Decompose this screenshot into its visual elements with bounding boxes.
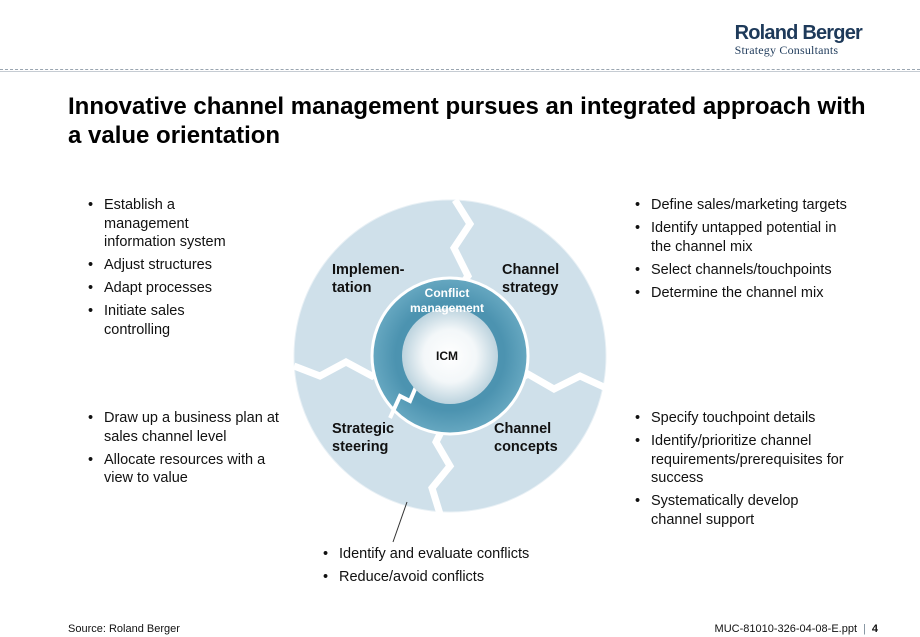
logo-name: Roland Berger [734,22,863,44]
page-number: 4 [871,623,878,635]
document-id: MUC-81010-326-04-08-E.ppt [714,623,858,635]
bullet-list-top-left: Establish a management information syste… [88,196,278,344]
segment-label-channel-strategy: Channel strategy [502,262,560,296]
company-logo: Roland Berger Strategy Consultants [734,22,863,57]
bullet-list-top-right: Define sales/marketing targetsIdentify u… [635,196,885,307]
logo-subtitle: Strategy Consultants [734,43,839,57]
bullet-list-bottom-center: Identify and evaluate conflictsReduce/av… [323,545,583,591]
icm-cycle-diagram [292,198,608,516]
slide-title: Innovative channel management pursues an… [68,93,866,149]
bullet-item: Systematically develop channel support [635,492,875,529]
bullet-item: Draw up a business plan at sales channel… [88,409,303,446]
footer-separator: | [863,623,866,635]
header-divider-line [0,71,920,72]
bullet-item: Define sales/marketing targets [635,196,885,215]
connector-line [392,501,408,543]
bullet-item: Identify and evaluate conflicts [323,545,583,564]
bullet-item: Identify untapped potential in the chann… [635,219,885,256]
header-divider [0,69,920,70]
conflict-management-label: Conflict management [409,286,485,315]
segment-label-strategic-steering: Strategic steering [332,421,395,455]
icm-core [402,308,498,404]
bullet-list-bottom-right: Specify touchpoint detailsIdentify/prior… [635,409,875,534]
bullet-item: Adjust structures [88,256,278,275]
bullet-item: Determine the channel mix [635,284,885,303]
segment-label-channel-concepts: Channel concepts [494,421,558,455]
bullet-item: Initiate sales controlling [88,302,278,339]
bullet-item: Allocate resources with a view to value [88,451,303,488]
bullet-list-bottom-left: Draw up a business plan at sales channel… [88,409,303,492]
source-note: Source: Roland Berger [68,623,180,635]
bullet-item: Adapt processes [88,279,278,298]
bullet-item: Reduce/avoid conflicts [323,568,583,587]
bullet-item: Establish a management information syste… [88,196,278,252]
bullet-item: Specify touchpoint details [635,409,875,428]
icm-label: ICM [436,349,458,363]
bullet-item: Select channels/touchpoints [635,261,885,280]
bullet-item: Identify/prioritize channel requirements… [635,432,875,488]
segment-label-implementation: Implemen- tation [332,262,405,296]
document-footer: MUC-81010-326-04-08-E.ppt | 4 [715,623,878,635]
